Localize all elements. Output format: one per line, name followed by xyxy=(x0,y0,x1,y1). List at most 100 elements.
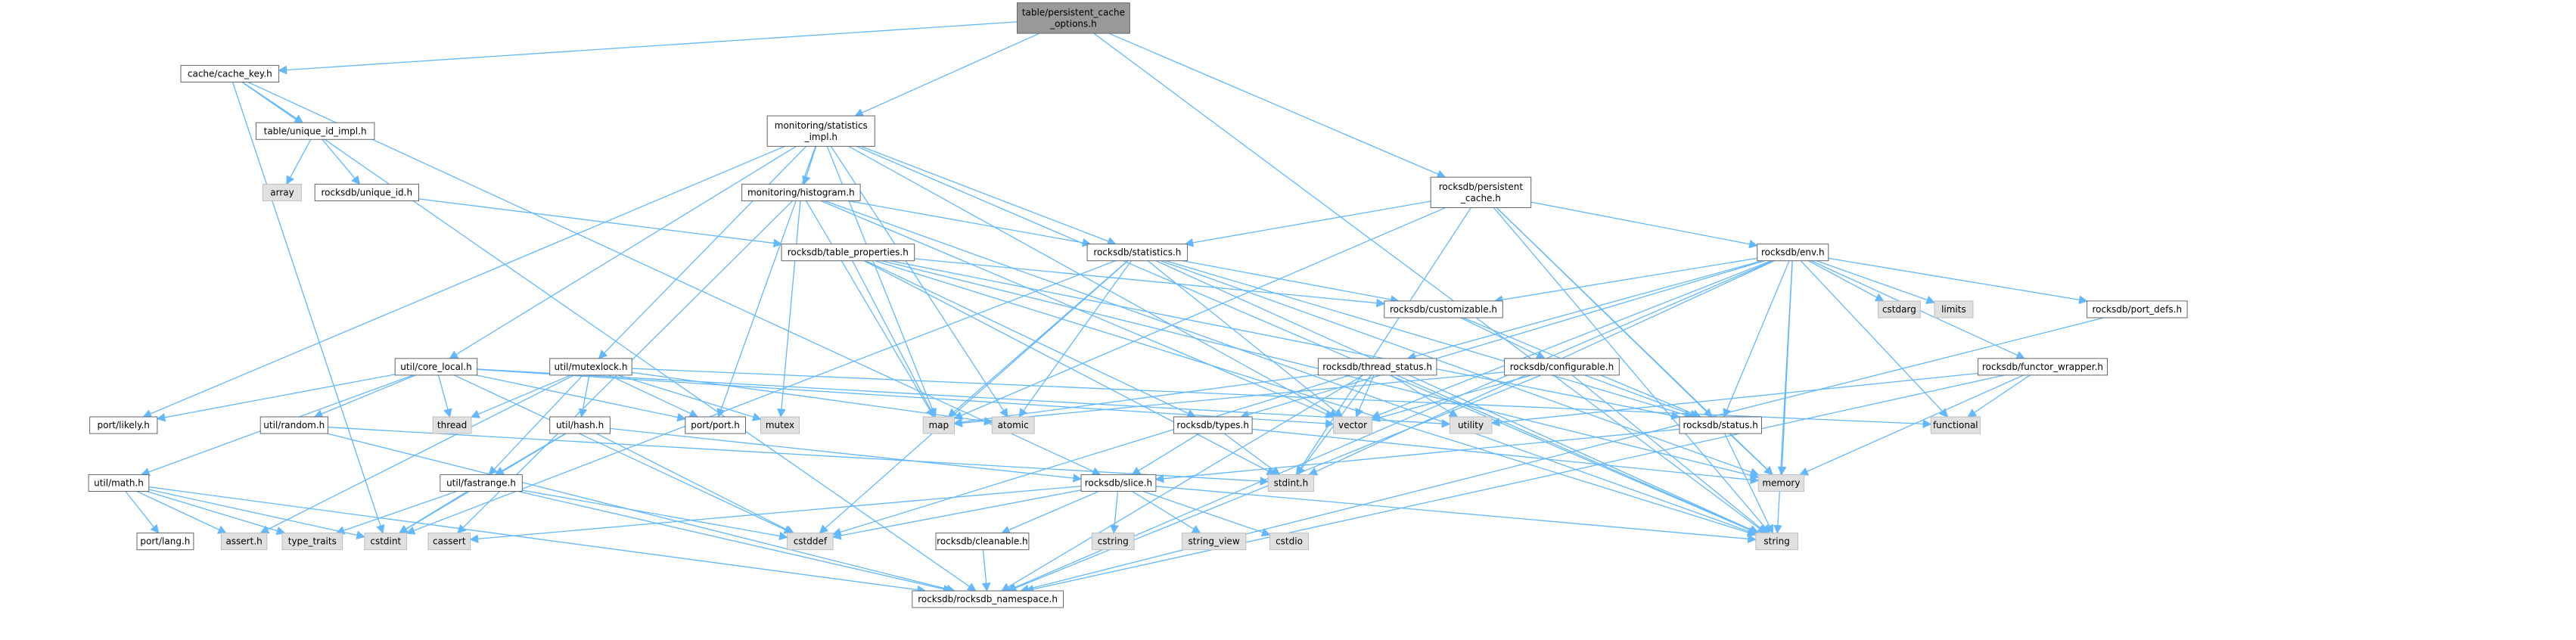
node-likely[interactable]: port/likely.h xyxy=(89,416,158,434)
edge-random-to-namespace xyxy=(327,433,956,594)
edge-hash-to-cstddef xyxy=(596,433,795,534)
node-functor_wrapper[interactable]: rocksdb/functor_wrapper.h xyxy=(1978,358,2108,376)
edge-math-to-lang xyxy=(125,490,160,534)
node-box-string xyxy=(1755,533,1799,551)
node-lang[interactable]: port/lang.h xyxy=(136,533,194,551)
edge-configurable-to-status xyxy=(1584,374,1699,418)
node-statistics_impl[interactable]: monitoring/statistics_impl.h xyxy=(766,115,875,147)
edge-types-to-stdint xyxy=(1223,433,1281,476)
node-label-table_properties: rocksdb/table_properties.h xyxy=(788,247,909,258)
node-label-string_view: string_view xyxy=(1189,536,1240,547)
node-core_local[interactable]: util/core_local.h xyxy=(394,358,478,376)
edge-mutexlock-to-functional xyxy=(632,368,1932,429)
node-box-unique_id_impl xyxy=(255,122,375,140)
node-label-assert: assert.h xyxy=(225,536,262,547)
edge-thread_status-to-map xyxy=(953,374,1319,427)
edge-unique_id-to-table_properties xyxy=(418,198,783,248)
edge-table_properties-to-status xyxy=(890,259,1681,420)
edge-status-to-memory xyxy=(1729,433,1773,476)
node-mutexlock[interactable]: util/mutexlock.h xyxy=(549,358,632,376)
node-unique_id[interactable]: rocksdb/unique_id.h xyxy=(314,183,420,201)
node-box-type_traits xyxy=(281,533,343,551)
node-vector: vector xyxy=(1333,416,1372,434)
edge-statistics-to-atomic xyxy=(1018,260,1132,418)
edge-mutexlock-to-hash xyxy=(578,374,590,418)
edge-root-to-cache_key xyxy=(278,21,1018,75)
node-label-functional: functional xyxy=(1933,420,1978,430)
node-port_defs[interactable]: rocksdb/port_defs.h xyxy=(2087,300,2188,318)
node-root[interactable]: table/persistent_cache_options.h xyxy=(1017,2,1130,34)
node-persistent_cache[interactable]: rocksdb/persistent_cache.h xyxy=(1430,176,1532,208)
edge-configurable-to-vector xyxy=(1371,374,1533,422)
node-hash[interactable]: util/hash.h xyxy=(549,416,611,434)
node-math[interactable]: util/math.h xyxy=(88,474,150,492)
node-label-customizable: rocksdb/customizable.h xyxy=(1390,304,1497,315)
node-env[interactable]: rocksdb/env.h xyxy=(1757,244,1829,262)
node-random[interactable]: util/random.h xyxy=(259,416,329,434)
node-thread_status[interactable]: rocksdb/thread_status.h xyxy=(1317,358,1437,376)
node-label-hash: util/hash.h xyxy=(556,420,604,430)
edge-functor_wrapper-to-utility xyxy=(1490,372,1978,427)
node-port[interactable]: port/port.h xyxy=(685,416,746,434)
node-fastrange[interactable]: util/fastrange.h xyxy=(440,474,523,492)
node-configurable[interactable]: rocksdb/configurable.h xyxy=(1504,358,1620,376)
edge-cache_key-to-cstdint xyxy=(231,82,385,534)
dependency-edges xyxy=(125,21,2105,595)
edge-status-to-slice xyxy=(1154,428,1680,483)
node-box-assert xyxy=(220,533,268,551)
edge-table_properties-to-map xyxy=(852,260,935,418)
edge-env-to-vector xyxy=(1371,259,1772,419)
node-label-unique_id: rocksdb/unique_id.h xyxy=(321,187,412,197)
edge-env-to-status xyxy=(1723,260,1790,418)
node-cache_key[interactable]: cache/cache_key.h xyxy=(180,64,280,83)
node-status[interactable]: rocksdb/status.h xyxy=(1679,416,1762,434)
node-box-atomic xyxy=(991,416,1035,434)
node-memory: memory xyxy=(1757,474,1805,492)
node-label-type_traits: type_traits xyxy=(288,536,337,547)
node-label-root: table/persistent_cache xyxy=(1022,8,1125,18)
node-utility: utility xyxy=(1449,416,1493,434)
node-types[interactable]: rocksdb/types.h xyxy=(1173,416,1253,434)
node-box-slice xyxy=(1080,474,1157,492)
edge-root-to-statistics_impl xyxy=(854,33,1040,117)
node-label-cstdarg: cstdarg xyxy=(1882,304,1916,315)
node-box-string_view xyxy=(1181,533,1247,551)
node-box-types xyxy=(1173,416,1253,434)
node-label-port_defs: rocksdb/port_defs.h xyxy=(2093,304,2183,315)
edge-math-to-namespace xyxy=(148,486,927,595)
edge-root-to-string xyxy=(1093,33,1767,534)
edge-persistent_cache-to-env xyxy=(1530,201,1758,249)
edge-table_properties-to-customizable xyxy=(914,258,1385,308)
node-label-utility: utility xyxy=(1458,420,1484,430)
node-table_properties[interactable]: rocksdb/table_properties.h xyxy=(781,244,915,262)
node-label-statistics: rocksdb/statistics.h xyxy=(1093,247,1181,258)
node-namespace[interactable]: rocksdb/rocksdb_namespace.h xyxy=(912,590,1064,608)
node-cstddef: cstddef xyxy=(787,533,834,551)
edge-core_local-to-likely xyxy=(156,374,396,422)
node-stdint: stdint.h xyxy=(1267,474,1315,492)
node-box-lang xyxy=(136,533,194,551)
edge-fastrange-to-namespace xyxy=(517,490,952,594)
edge-thread_status-to-string xyxy=(1396,374,1759,534)
edge-functor_wrapper-to-memory xyxy=(1799,374,2024,476)
edge-slice-to-cassert xyxy=(469,486,1082,544)
edge-hash-to-fastrange xyxy=(494,433,567,475)
node-box-mutexlock xyxy=(549,358,632,376)
node-unique_id_impl[interactable]: table/unique_id_impl.h xyxy=(255,122,375,140)
node-cleanable[interactable]: rocksdb/cleanable.h xyxy=(935,533,1030,551)
node-box-cstring xyxy=(1091,533,1135,551)
edge-root-to-persistent_cache xyxy=(1108,33,1446,179)
edge-statistics-to-customizable xyxy=(1182,259,1400,304)
node-slice[interactable]: rocksdb/slice.h xyxy=(1080,474,1157,492)
node-histogram[interactable]: monitoring/histogram.h xyxy=(741,183,861,201)
node-statistics[interactable]: rocksdb/statistics.h xyxy=(1086,244,1189,262)
edge-thread_status-to-namespace xyxy=(1001,374,1364,592)
node-label-port: port/port.h xyxy=(691,420,740,430)
node-label-persistent_cache: _cache.h xyxy=(1460,193,1501,203)
node-label-persistent_cache: rocksdb/persistent xyxy=(1439,182,1524,192)
node-functional: functional xyxy=(1930,416,1981,434)
node-box-status xyxy=(1679,416,1762,434)
edge-mutexlock-to-port xyxy=(608,374,699,418)
node-customizable[interactable]: rocksdb/customizable.h xyxy=(1384,300,1503,318)
node-label-memory: memory xyxy=(1762,477,1800,488)
